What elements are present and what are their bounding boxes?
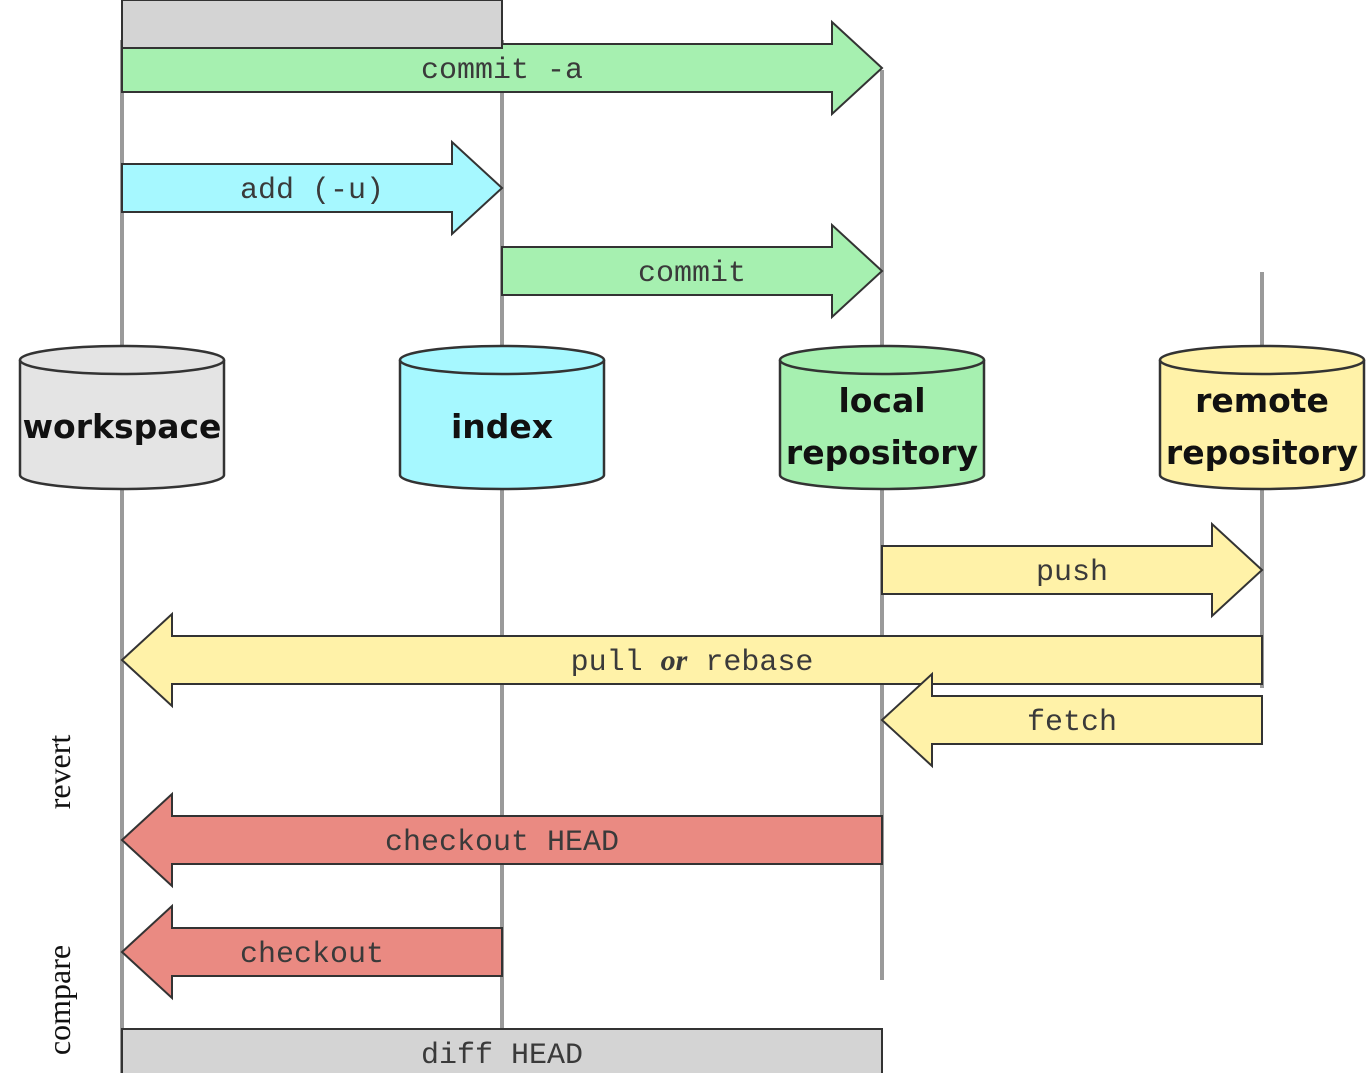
store-workspace: workspace [18, 344, 226, 491]
command-label: pull or rebase [571, 644, 814, 680]
command-label: diff HEAD [421, 1039, 583, 1073]
arrow-shape [120, 791, 883, 889]
command-diff: diff [121, 0, 503, 49]
store-label: remote [1195, 381, 1329, 420]
bar-shape [121, 1028, 883, 1073]
command-add-u: add (-u) [121, 139, 504, 237]
command-commit: commit [501, 222, 884, 320]
bar-shape [121, 0, 503, 49]
cylinder-top [1158, 344, 1366, 376]
store-label: repository [1166, 433, 1358, 472]
arrow-shape [121, 139, 504, 237]
cylinder-body [778, 360, 986, 491]
arrow-shape [880, 671, 1263, 769]
command-label: commit -a [421, 54, 583, 88]
command-label: commit [638, 257, 746, 291]
cylinder-top [398, 344, 606, 376]
command-fetch: fetch [880, 671, 1263, 769]
store-local: local repository [778, 344, 986, 491]
command-pull: pull or rebase [120, 611, 1263, 709]
command-push: push [881, 521, 1264, 619]
side-label-compare: compare [41, 945, 77, 1055]
store-remote: remote repository [1158, 344, 1366, 491]
cylinder-body [1158, 360, 1366, 491]
command-label: fetch [1027, 706, 1117, 740]
cylinder-top [778, 344, 986, 376]
cylinder-top [18, 344, 226, 376]
arrow-shape [120, 903, 503, 1001]
command-label: push [1036, 556, 1108, 590]
store-label: workspace [23, 407, 222, 446]
command-label: diff [276, 0, 348, 10]
cylinder-body [18, 360, 226, 491]
store-label: local [838, 381, 925, 420]
cylinder-body [398, 360, 606, 491]
arrow-shape [881, 521, 1264, 619]
side-label-revert: revert [41, 735, 77, 810]
command-checkout-head: checkout HEAD [120, 791, 883, 889]
command-label: add (-u) [240, 174, 384, 208]
store-index: index [398, 344, 606, 491]
store-label: repository [786, 433, 978, 472]
store-label: index [451, 407, 553, 446]
arrow-shape [501, 222, 884, 320]
arrow-shape [120, 611, 1263, 709]
command-label: checkout HEAD [385, 826, 619, 860]
command-checkout: checkout [120, 903, 503, 1001]
command-label: checkout [240, 938, 384, 972]
command-diff-head: diff HEAD [121, 1028, 883, 1073]
